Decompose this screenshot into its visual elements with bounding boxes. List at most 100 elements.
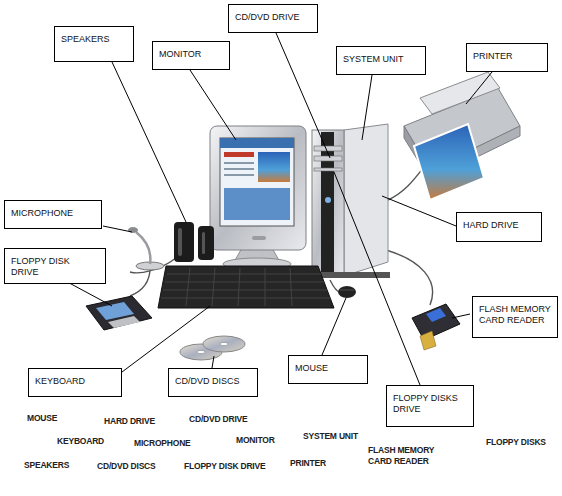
part-label: HARD DRIVE xyxy=(463,220,535,231)
leader-line xyxy=(466,72,492,104)
key-rows xyxy=(161,274,330,298)
discs-figure xyxy=(180,336,245,360)
word-bank-label: FLOPPY DISK DRIVE xyxy=(184,461,265,472)
part-label: MOUSE xyxy=(295,363,361,374)
leader-line xyxy=(103,226,132,232)
word-bank-label: MOUSE xyxy=(27,413,57,424)
leader-line xyxy=(334,172,420,385)
part-label: FLASH MEMORY CARD READER xyxy=(479,304,551,327)
leader-line xyxy=(452,314,470,318)
callout-box: MOUSE xyxy=(288,355,368,384)
mouse-button xyxy=(340,290,354,291)
leader-line xyxy=(122,306,210,372)
floppy-shutter xyxy=(108,316,140,328)
memory-card xyxy=(420,331,436,350)
mouse-body xyxy=(338,286,356,298)
word-bank-label: MONITOR xyxy=(236,435,275,446)
part-label: SPEAKERS xyxy=(61,34,127,45)
tower-side xyxy=(344,124,388,276)
word-bank-label: MICROPHONE xyxy=(134,438,191,449)
tower-front xyxy=(312,130,344,276)
speaker-grille xyxy=(202,232,205,254)
screen-line xyxy=(224,174,254,176)
screen-heading xyxy=(224,152,254,157)
mouse-figure xyxy=(338,286,356,298)
monitor-figure xyxy=(210,126,306,270)
monitor-screen xyxy=(220,138,294,226)
speaker xyxy=(198,226,214,260)
drive-bay xyxy=(314,156,342,161)
disc-hole xyxy=(197,350,205,353)
printer-figure xyxy=(404,72,520,200)
disc-hole xyxy=(220,342,228,345)
paper-tray xyxy=(420,72,500,114)
monitor-logo xyxy=(252,236,266,240)
screen-line xyxy=(224,162,254,164)
callout-box: FLOPPY DISKS DRIVE xyxy=(386,385,474,427)
callout-box: SPEAKERS xyxy=(54,26,134,62)
part-label: SYSTEM UNIT xyxy=(343,54,419,65)
card-reader-figure xyxy=(412,304,460,350)
power-button xyxy=(325,197,331,203)
key-columns xyxy=(186,268,292,306)
word-bank-label: FLASH MEMORY CARD READER xyxy=(368,445,440,466)
keyboard-figure xyxy=(158,266,334,308)
floppy-drive-figure xyxy=(86,296,152,330)
speakers-figure xyxy=(174,222,214,262)
callout-box: HARD DRIVE xyxy=(456,212,542,242)
word-bank-label: SYSTEM UNIT xyxy=(303,431,358,442)
speaker xyxy=(174,222,194,262)
leader-line xyxy=(276,33,330,158)
callout-box: SYSTEM UNIT xyxy=(336,46,426,75)
callout-box: PRINTER xyxy=(466,43,548,72)
floppy-slot xyxy=(314,168,342,171)
part-label: FLOPPY DISK DRIVE xyxy=(11,256,99,279)
screen-line xyxy=(224,168,254,170)
drive-bay xyxy=(314,146,342,151)
disc xyxy=(203,336,245,352)
word-bank-label: CD/DVD DRIVE xyxy=(189,414,248,425)
callout-box: MONITOR xyxy=(152,41,230,70)
leader-line xyxy=(190,70,236,140)
reader-body xyxy=(412,304,460,340)
system-unit-figure xyxy=(306,124,390,278)
leader-line xyxy=(362,75,372,140)
callout-box: CD/DVD DISCS xyxy=(168,368,258,397)
part-label: PRINTER xyxy=(473,51,541,62)
part-label: MICROPHONE xyxy=(11,208,95,219)
screen-bar xyxy=(220,138,294,148)
part-label: CD/DVD DRIVE xyxy=(235,12,311,23)
keyboard-body xyxy=(158,266,334,308)
mic-head xyxy=(128,227,138,233)
monitor-bezel xyxy=(210,126,306,250)
leader-line xyxy=(322,298,346,355)
reader-logo xyxy=(426,308,446,322)
word-bank-label: CD/DVD DISCS xyxy=(97,461,156,472)
callout-box: FLOPPY DISK DRIVE xyxy=(4,248,106,284)
callout-box: MICROPHONE xyxy=(4,200,102,229)
mic-stem xyxy=(136,232,150,264)
callout-box: KEYBOARD xyxy=(28,368,122,397)
floppy-label xyxy=(96,302,134,320)
screen-photo xyxy=(258,152,290,182)
callout-box: CD/DVD DRIVE xyxy=(228,4,318,33)
word-bank-label: HARD DRIVE xyxy=(104,416,155,427)
leader-line xyxy=(112,62,186,222)
screen-picture xyxy=(224,188,290,220)
word-bank-label: PRINTER xyxy=(290,458,326,469)
floppy-disk xyxy=(86,296,152,330)
part-label: KEYBOARD xyxy=(35,376,115,387)
word-bank-label: KEYBOARD xyxy=(57,436,104,447)
leader-line xyxy=(212,356,214,368)
speaker-grille xyxy=(178,228,182,256)
word-bank-label: FLOPPY DISKS xyxy=(486,437,546,448)
part-label: MONITOR xyxy=(159,49,223,60)
word-bank-label: SPEAKERS xyxy=(24,460,69,471)
callout-box: FLASH MEMORY CARD READER xyxy=(472,296,558,338)
cable xyxy=(386,250,433,305)
microphone-figure xyxy=(128,227,164,270)
leader-line xyxy=(382,196,456,226)
cable xyxy=(130,268,150,296)
part-label: CD/DVD DISCS xyxy=(175,376,251,387)
